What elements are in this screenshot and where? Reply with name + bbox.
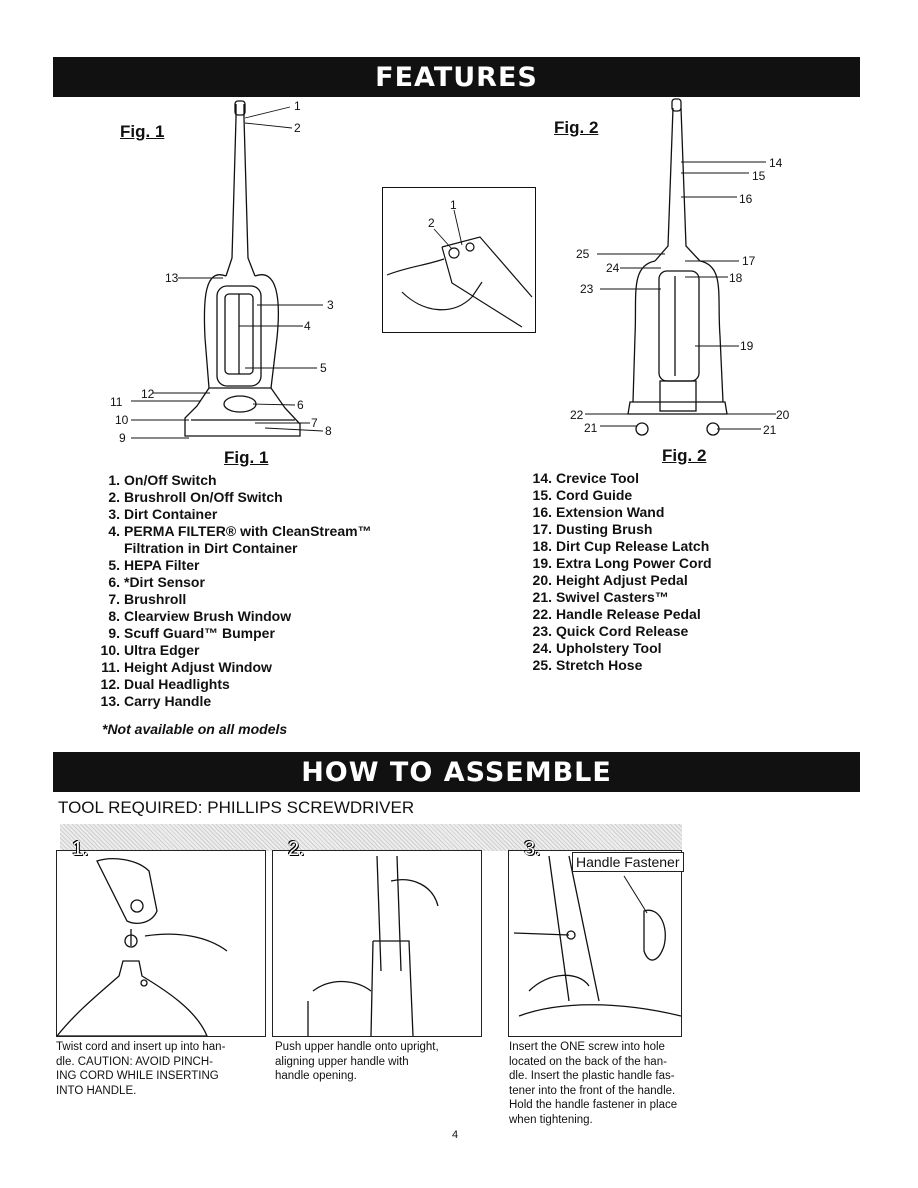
step-1-illustration [55,850,266,1037]
svg-text:15: 15 [752,169,766,183]
fig1-label-top: Fig. 1 [120,122,165,141]
svg-text:8: 8 [325,424,332,438]
svg-text:24: 24 [606,261,620,275]
parts-list-right: 14.Crevice Tool 15.Cord Guide 16.Extensi… [532,470,712,674]
svg-text:12: 12 [141,387,155,401]
list-item: 2.Brushroll On/Off Switch [108,489,283,505]
svg-text:5: 5 [320,361,327,375]
svg-text:2: 2 [294,121,301,135]
step-1-drawing [55,858,228,1037]
fig1-vacuum-illustration: 1 2 13 3 4 5 12 11 6 10 7 8 9 [110,99,334,445]
list-item: 17.Dusting Brush [532,521,653,537]
tool-required-text: TOOL REQUIRED: PHILLIPS SCREWDRIVER [58,798,415,817]
list-item: 22.Handle Release Pedal [532,606,701,622]
list-item: 10.Ultra Edger [100,642,200,658]
step-2-caption: Push upper handle onto upright, aligning… [275,1041,439,1082]
svg-text:7: 7 [311,416,318,430]
svg-text:9: 9 [119,431,126,445]
fig2-label-bottom: Fig. 2 [662,446,707,465]
svg-text:19: 19 [740,339,754,353]
svg-text:1: 1 [294,99,301,113]
features-title: FEATURES [375,62,538,93]
step-1-caption: Twist cord and insert up into han- dle. … [56,1041,226,1097]
svg-text:22: 22 [570,408,584,422]
availability-note: *Not available on all models [102,721,288,737]
svg-text:16: 16 [739,192,753,206]
svg-text:13: 13 [165,271,179,285]
list-item: 12.Dual Headlights [100,676,230,692]
svg-text:18: 18 [729,271,743,285]
list-item: 9.Scuff Guard™ Bumper [108,625,275,641]
list-item: 19.Extra Long Power Cord [532,555,712,571]
list-item: 11.Height Adjust Window [101,659,272,675]
svg-text:14: 14 [769,156,783,170]
list-item: 24.Upholstery Tool [532,640,662,656]
step-2-illustration [272,850,482,1037]
fig1-label-bottom: Fig. 1 [224,448,269,467]
fig2-label-top: Fig. 2 [554,118,599,137]
list-item: 1.On/Off Switch [108,472,217,488]
list-item: 13.Carry Handle [100,693,212,709]
step-3-caption: Insert the ONE screw into hole located o… [509,1041,678,1126]
list-item: 18.Dirt Cup Release Latch [532,538,710,554]
steps-header-strip [60,824,682,851]
list-item: 16.Extension Wand [532,504,665,520]
svg-text:2: 2 [428,216,435,230]
svg-text:21: 21 [584,421,598,435]
svg-text:4: 4 [304,319,311,333]
svg-text:11: 11 [110,395,123,409]
svg-text:3: 3 [327,298,334,312]
features-banner: FEATURES [53,57,860,97]
list-item: 14.Crevice Tool [532,470,639,486]
list-item: Filtration in Dirt Container [124,540,298,556]
step-1-number: 1. [72,838,89,860]
list-item: 5.HEPA Filter [108,557,200,573]
step-3-illustration [508,850,682,1037]
step-3-number: 3. [524,838,541,860]
svg-text:21: 21 [763,423,777,437]
step-2-drawing [307,855,439,1037]
switch-detail-illustration: 1 2 [382,187,536,333]
handle-fastener-label: Handle Fastener [572,852,684,872]
step-3-drawing [513,855,682,1017]
step-2-number: 2. [288,838,305,860]
page-number: 4 [452,1129,459,1141]
list-item: 21.Swivel Casters™ [532,589,669,605]
list-item: 6.*Dirt Sensor [108,574,205,590]
list-item: 7.Brushroll [108,591,187,607]
svg-text:10: 10 [115,413,129,427]
svg-text:17: 17 [742,254,756,268]
svg-text:20: 20 [776,408,790,422]
list-item: 4.PERMA FILTER® with CleanStream™ [108,523,372,539]
fig2-vacuum-illustration: 14 15 16 25 17 24 18 23 19 22 20 21 21 [570,98,790,437]
assemble-banner: HOW TO ASSEMBLE [53,752,860,792]
list-item: 15.Cord Guide [532,487,633,503]
svg-text:25: 25 [576,247,590,261]
svg-text:6: 6 [297,398,304,412]
list-item: 23.Quick Cord Release [532,623,689,639]
list-item: 3.Dirt Container [108,506,218,522]
assemble-title: HOW TO ASSEMBLE [301,757,612,788]
svg-text:23: 23 [580,282,594,296]
svg-text:1: 1 [450,198,457,212]
list-item: 8.Clearview Brush Window [108,608,292,624]
parts-list-left: 1.On/Off Switch 2.Brushroll On/Off Switc… [100,472,372,710]
list-item: 25.Stretch Hose [532,657,643,673]
list-item: 20.Height Adjust Pedal [532,572,688,588]
